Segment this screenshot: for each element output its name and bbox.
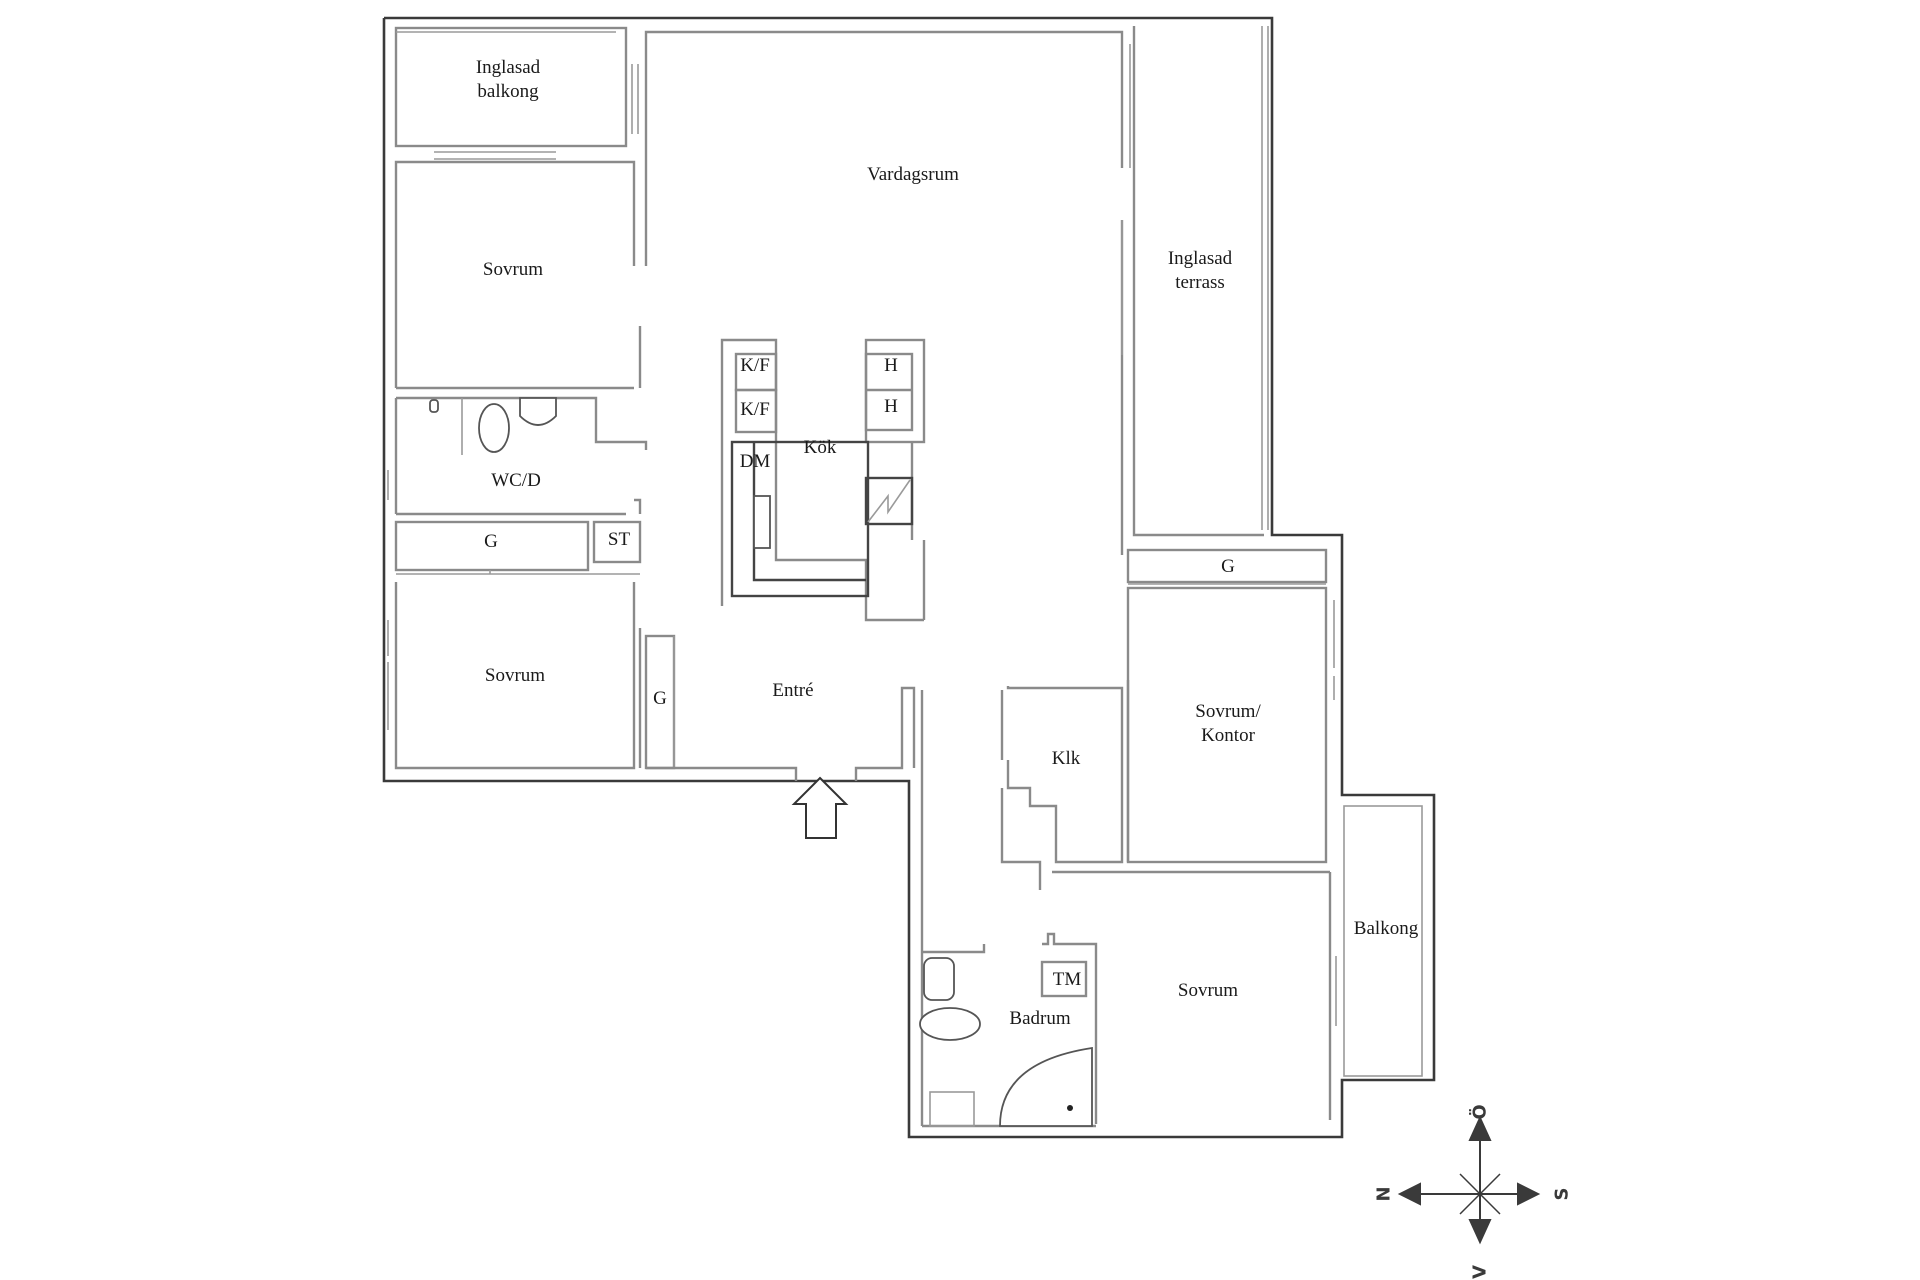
room-label-glazed-terrace: Inglasad terrass [1167, 248, 1233, 293]
glazed-balcony-walls [394, 26, 628, 148]
label-cabinet-1: H [884, 355, 898, 376]
label-fridge-freezer-1: K/F [740, 355, 770, 376]
arrow-south-icon [1517, 1182, 1541, 1206]
arrow-north-icon [1397, 1182, 1421, 1206]
washbasin [519, 397, 557, 426]
stove [864, 476, 914, 526]
toilet [478, 403, 510, 453]
room-label-storage: ST [607, 529, 631, 550]
room-label-bedroom-1: Sovrum [482, 259, 544, 280]
room-label-basement: Klk [1051, 748, 1081, 769]
room-label-bedroom-office: Sovrum/ Kontor [1195, 701, 1261, 746]
label-dryer: TM [1052, 969, 1082, 990]
label-fridge-freezer-2: K/F [740, 399, 770, 420]
room-label-closet-3: G [1221, 556, 1235, 577]
room-label-closet-1: G [484, 531, 498, 552]
outer-wall [382, 16, 1436, 1139]
room-label-bathroom: Badrum [1009, 1008, 1071, 1029]
room-label-wc-shower: WC/D [491, 470, 541, 491]
arrow-west-icon [1468, 1219, 1492, 1245]
room-label-living-room: Vardagsrum [867, 164, 959, 185]
compass-label-south: S [1551, 1187, 1573, 1201]
sink [753, 495, 771, 549]
toilet [919, 1007, 981, 1041]
compass-label-west: V [1469, 1265, 1491, 1279]
room-label-bedroom-2: Sovrum [484, 665, 546, 686]
room-label-closet-2: G [653, 688, 667, 709]
compass-label-north: N [1373, 1186, 1395, 1202]
room-label-kitchen: Kök [803, 437, 837, 458]
entrance-arrow [791, 776, 849, 839]
room-label-bedroom-3: Sovrum [1177, 980, 1239, 1001]
room-label-balcony: Balkong [1353, 918, 1419, 939]
label-dishwasher: DM [739, 451, 771, 472]
compass [1397, 1115, 1541, 1245]
washbasin [923, 957, 955, 1001]
room-label-entry: Entré [772, 680, 814, 701]
faucet [429, 399, 439, 413]
label-cabinet-2: H [884, 396, 898, 417]
room-label-glazed-balcony: Inglasad balkong [475, 57, 541, 102]
compass-label-east: Ö [1469, 1104, 1491, 1120]
corner-bathtub [999, 1046, 1093, 1127]
arrow-east-icon [1468, 1115, 1492, 1141]
